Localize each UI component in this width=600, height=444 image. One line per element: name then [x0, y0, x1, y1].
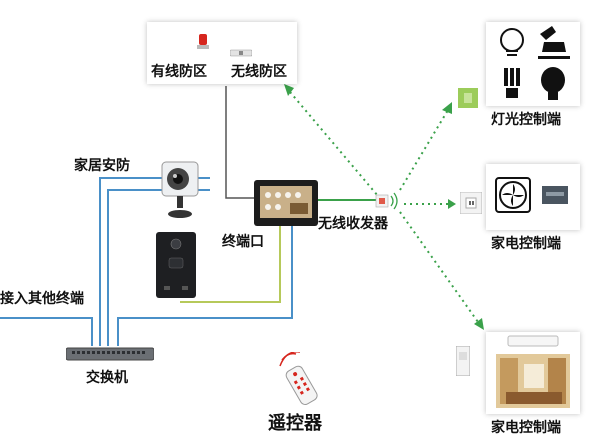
wire-other-terminals — [0, 317, 93, 346]
siren-icon — [197, 34, 209, 50]
arrowhead-light — [442, 102, 452, 114]
sensor-icon — [229, 42, 253, 57]
other-terminals-label: 接入其他终端 — [0, 291, 84, 307]
light-control-label: 灯光控制端 — [491, 112, 561, 128]
remote-control-icon — [278, 351, 320, 406]
appliance-panel-2 — [486, 332, 580, 414]
arrowhead-zone — [284, 84, 294, 96]
light-panel — [486, 22, 580, 106]
room-scene-image — [496, 335, 570, 408]
light-switch-icon — [458, 88, 478, 108]
arrowhead-appliance1 — [448, 199, 456, 209]
touch-terminal — [254, 180, 318, 226]
wireless-transceiver-icon — [374, 190, 404, 212]
appliance-control-label-2: 家电控制端 — [491, 420, 561, 436]
camera-icon — [160, 160, 200, 220]
wireless-link-appliance2 — [399, 211, 479, 323]
zone-panel — [147, 22, 297, 84]
network-switch — [65, 346, 155, 362]
wire-doorpanel — [180, 226, 281, 303]
wireless-link-light — [399, 109, 449, 191]
terminal-port-label: 终端口 — [222, 234, 264, 250]
wire-wired-zone — [225, 86, 256, 199]
home-security-label: 家居安防 — [74, 158, 130, 174]
fan-and-box-icons — [495, 177, 568, 213]
arrowhead-appliance2 — [474, 318, 484, 330]
bulb-icons — [500, 26, 570, 100]
appliance-control-label-1: 家电控制端 — [491, 236, 561, 252]
wired-zone-label: 有线防区 — [151, 64, 207, 80]
wire-terminal — [117, 226, 293, 346]
remote-control-label: 遥控器 — [268, 413, 322, 434]
wireless-zone-label: 无线防区 — [231, 64, 287, 80]
appliance-panel-1 — [486, 164, 580, 230]
socket-icon — [459, 191, 483, 215]
switch-label: 交换机 — [86, 370, 128, 386]
controller-module-icon — [455, 345, 471, 377]
wireless-transceiver-label: 无线收发器 — [318, 216, 388, 232]
door-intercom-panel — [156, 232, 196, 298]
